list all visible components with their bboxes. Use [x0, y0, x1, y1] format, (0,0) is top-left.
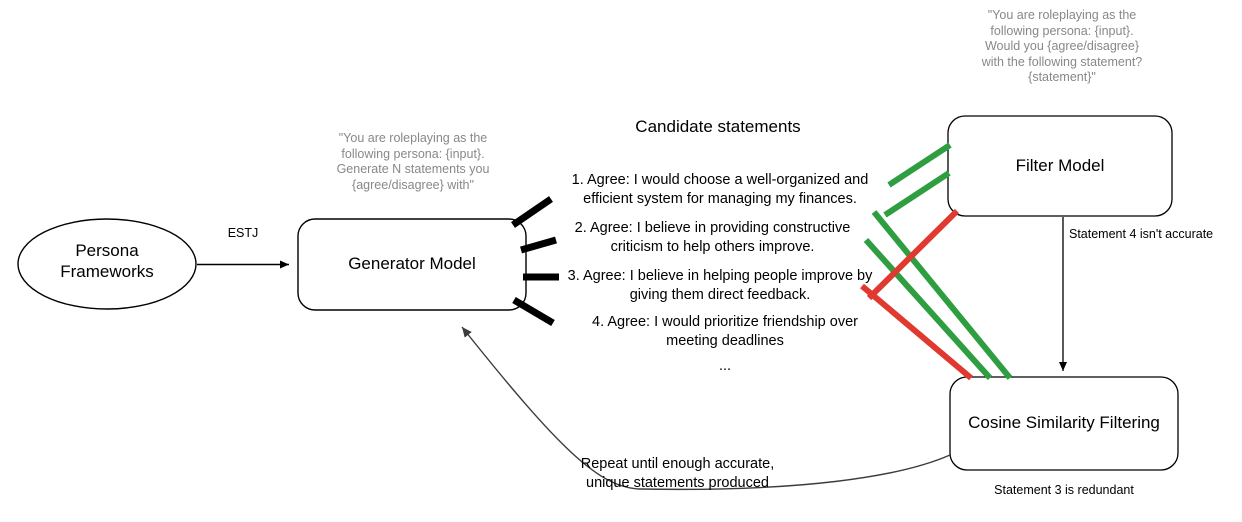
filter-prompt-text: "You are roleplaying as the following pe… — [981, 8, 1143, 84]
cosine-similarity-label: Cosine Similarity Filtering — [968, 413, 1160, 432]
statement-text: Agree: I believe in providing constructi… — [589, 220, 851, 255]
statement-index: 1. — [571, 172, 584, 188]
line-stmt1-accept — [887, 142, 952, 188]
candidate-statements-heading: Candidate statements — [635, 117, 801, 136]
feedback-loop-label: Repeat until enough accurate, unique sta… — [580, 456, 775, 491]
statement-index: 2. — [574, 220, 587, 236]
persona-frameworks-label: Persona Frameworks — [17, 240, 197, 282]
filter-model-label: Filter Model — [1015, 156, 1105, 175]
statement-index: 4. — [592, 314, 605, 330]
line-stmt2-to-cosine — [863, 237, 993, 381]
generator-prompt-text: "You are roleplaying as the following pe… — [336, 131, 490, 192]
persona-frameworks-label-line1: Persona — [75, 241, 139, 260]
note-statement-3-redundant: Statement 3 is redundant — [994, 483, 1134, 497]
list-item: 1. Agree: I would choose a well-organize… — [550, 171, 890, 209]
statement-index: 3. — [567, 268, 580, 284]
list-item: 4. Agree: I would prioritize friendship … — [565, 313, 885, 351]
edge-label-statement-4-inaccurate: Statement 4 isn't accurate — [1069, 227, 1214, 241]
statement-text: Agree: I would choose a well-organized a… — [583, 172, 869, 207]
edge-label-estj: ESTJ — [227, 226, 259, 240]
persona-frameworks-label-line2: Frameworks — [60, 262, 154, 281]
statement-text: Agree: I believe in helping people impro… — [582, 268, 873, 303]
list-item: 2. Agree: I believe in providing constru… — [550, 219, 875, 257]
line-stmt1-to-cosine — [871, 210, 1013, 380]
statements-ellipsis: ... — [718, 358, 732, 374]
statement-text: Agree: I would prioritize friendship ove… — [607, 314, 858, 349]
list-item: 3. Agree: I believe in helping people im… — [550, 267, 890, 305]
generator-model-label: Generator Model — [348, 254, 476, 273]
line-stmt2-accept — [883, 170, 951, 218]
